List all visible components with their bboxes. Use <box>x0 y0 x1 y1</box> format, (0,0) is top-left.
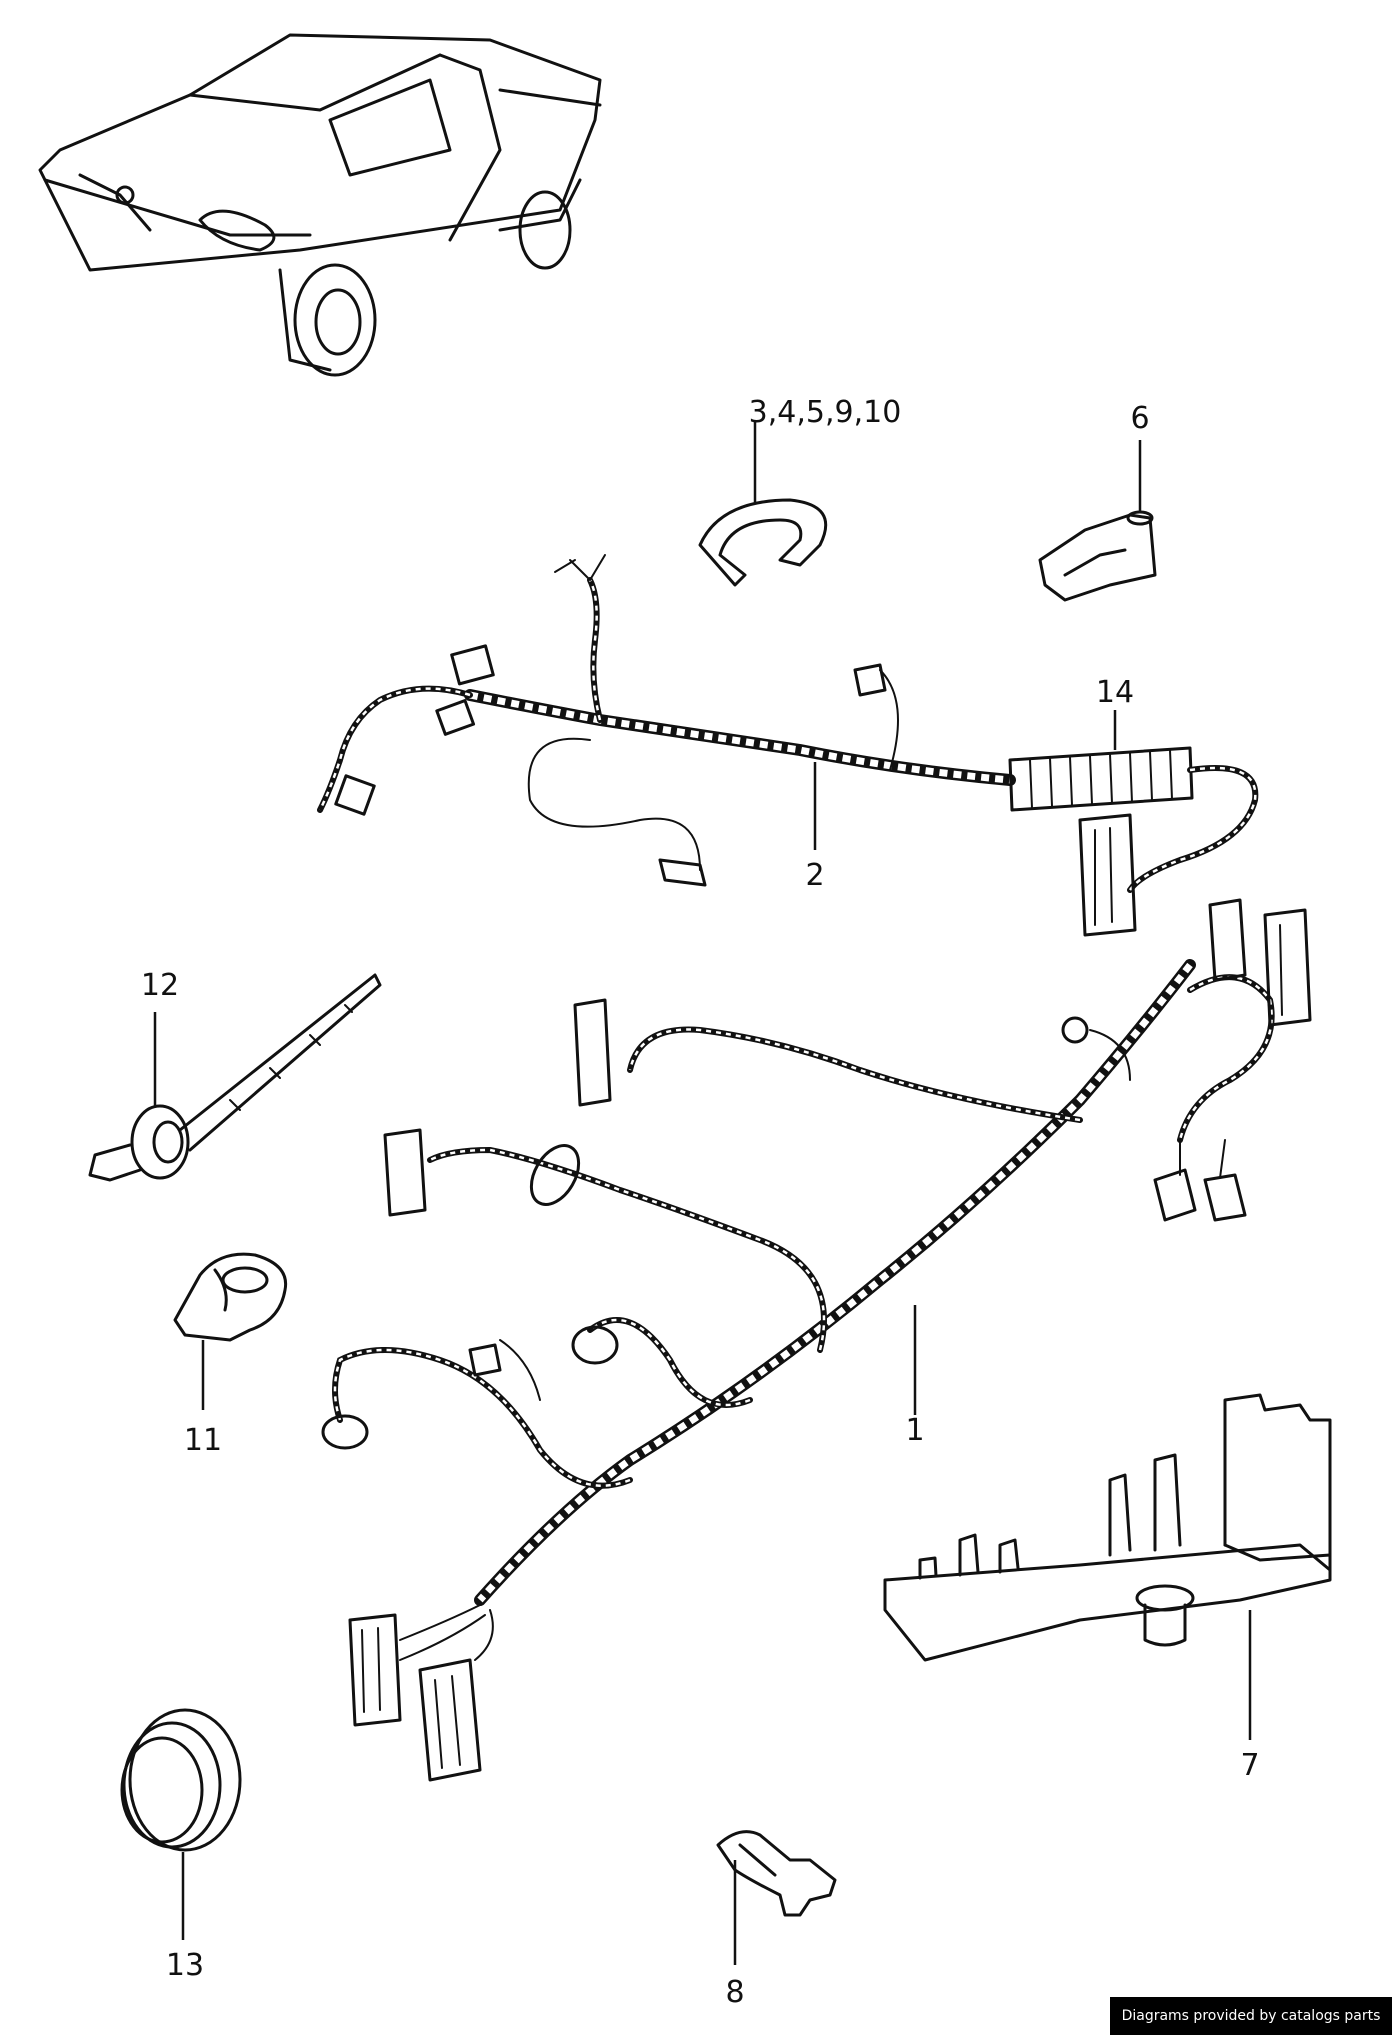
callout-7: 7 <box>1240 1748 1259 1783</box>
callout-11: 11 <box>184 1423 222 1458</box>
callout-2: 2 <box>805 858 824 893</box>
footer-credit: Diagrams provided by catalogs parts <box>1110 1997 1392 2035</box>
carrier-bracket-part <box>883 1393 1332 1662</box>
callout-14: 14 <box>1096 675 1134 710</box>
vehicle-illustration <box>38 33 602 377</box>
clip-part-8 <box>716 1830 837 1917</box>
callout-12: 12 <box>141 968 179 1003</box>
bulb-holder-part <box>173 1252 288 1342</box>
callout-6: 6 <box>1130 401 1149 436</box>
corrugated-sleeve <box>1008 746 1259 937</box>
grommet-part <box>120 1708 242 1852</box>
clip-part-6 <box>1038 510 1157 602</box>
callout-3-4-5-9-10: 3,4,5,9,10 <box>749 395 902 430</box>
upper-wiring-harness <box>317 554 1016 887</box>
callout-8: 8 <box>725 1975 744 2010</box>
callout-13: 13 <box>166 1948 204 1983</box>
ring-clip-part <box>698 498 828 587</box>
main-wiring-harness <box>321 898 1312 1782</box>
callout-1: 1 <box>905 1413 924 1448</box>
cable-grommet-part <box>88 973 382 1182</box>
